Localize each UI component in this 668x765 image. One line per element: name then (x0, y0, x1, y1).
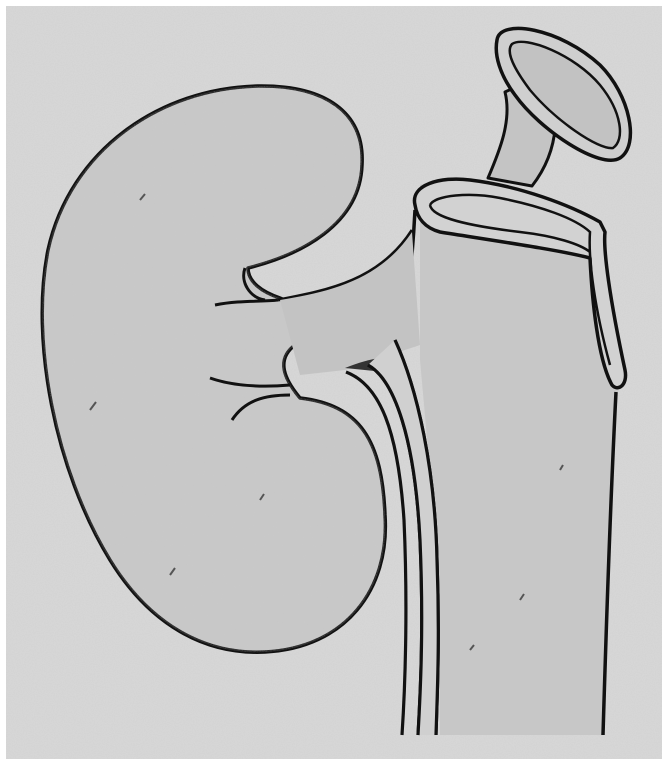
anatomical-sketch (0, 0, 668, 765)
figure-page (0, 0, 668, 765)
